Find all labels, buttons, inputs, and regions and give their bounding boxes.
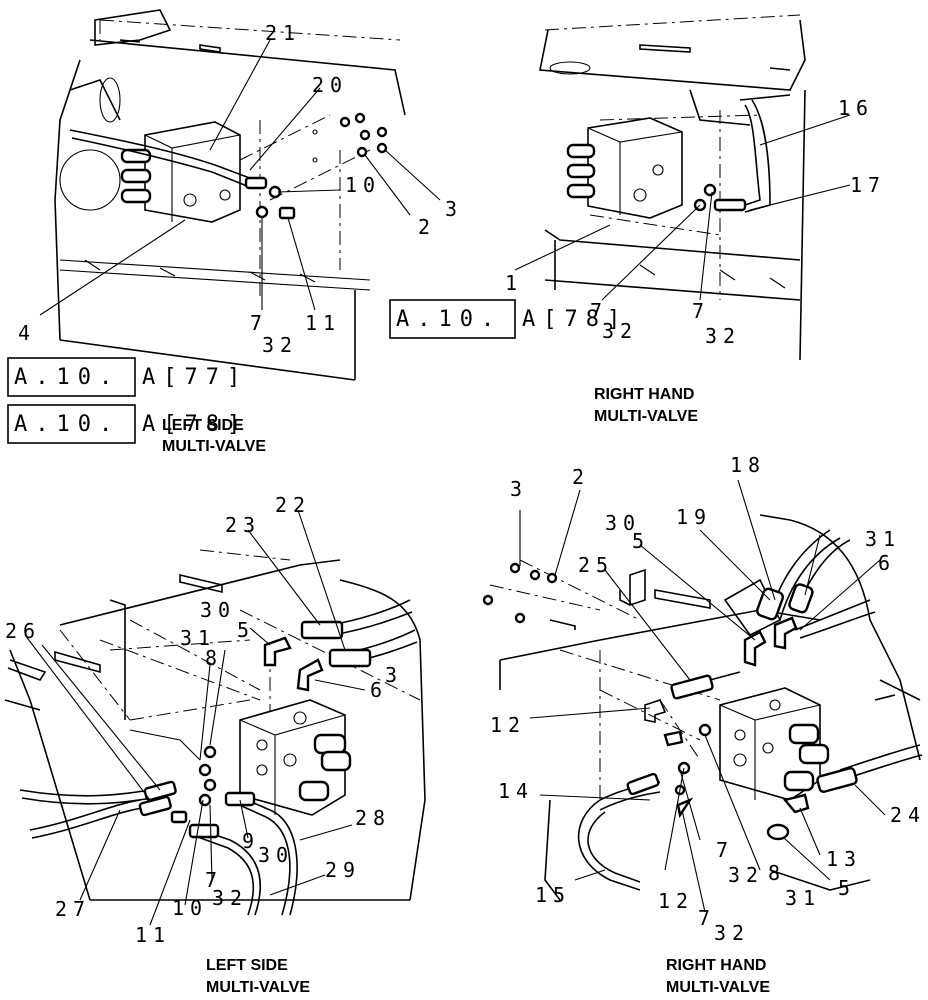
callout-32: 32 — [212, 886, 248, 910]
diagram-bottom-right: 3 2 18 30 19 5 31 6 25 12 14 7 32 8 31 1… — [482, 453, 926, 945]
caption-line-2: MULTI-VALVE — [206, 979, 310, 996]
callout-5: 5 — [237, 618, 255, 642]
callout-5: 5 — [838, 876, 856, 900]
callout-31: 31 — [785, 886, 821, 910]
callout-32: 32 — [728, 863, 764, 887]
callout-7: 7 — [205, 868, 223, 892]
callout-6: 6 — [878, 551, 896, 575]
callout-2: 2 — [418, 215, 436, 239]
caption-bottom-right: RIGHT HAND MULTI-VALVE — [666, 957, 770, 996]
reference-suffix: A[78] — [142, 412, 248, 437]
callout-6: 6 — [370, 678, 388, 702]
callout-11: 11 — [135, 923, 171, 947]
diagram-top-right: 16 17 1 7 7 32 32 — [505, 14, 886, 361]
callout-32: 32 — [262, 333, 298, 357]
callout-12: 12 — [658, 889, 694, 913]
callout-30: 30 — [605, 511, 641, 535]
callout-9: 9 — [242, 829, 260, 853]
callout-4: 4 — [18, 321, 36, 345]
callout-2: 2 — [572, 465, 590, 489]
callout-5: 5 — [632, 529, 650, 553]
callout-23: 23 — [225, 513, 261, 537]
callout-17: 17 — [850, 173, 886, 197]
caption-top-right: RIGHT HAND MULTI-VALVE — [594, 386, 698, 425]
callout-30: 30 — [258, 843, 294, 867]
diagram-top-left: 21 20 10 3 2 4 7 11 32 — [18, 9, 463, 381]
reference-box-2[interactable]: A.10. A[78] — [7, 404, 248, 444]
reference-code: A.10. — [14, 412, 120, 437]
caption-line-1: RIGHT HAND — [594, 386, 694, 403]
callout-31: 31 — [180, 626, 216, 650]
callout-15: 15 — [535, 883, 571, 907]
caption-line-1: LEFT SIDE — [206, 957, 288, 974]
callout-3: 3 — [510, 477, 528, 501]
callout-19: 19 — [676, 505, 712, 529]
callout-32: 32 — [602, 319, 638, 343]
reference-suffix: A[77] — [142, 365, 248, 390]
callout-7: 7 — [692, 299, 710, 323]
reference-code: A.10. — [14, 365, 120, 390]
reference-code: A.10. — [396, 307, 502, 332]
callout-13: 13 — [826, 847, 862, 871]
callout-7: 7 — [716, 838, 734, 862]
caption-line-2: MULTI-VALVE — [666, 979, 770, 996]
diagram-bottom-left: 23 22 26 30 5 31 8 6 3 27 11 10 7 9 30 3… — [4, 493, 426, 947]
callout-21: 21 — [265, 21, 301, 45]
callout-3: 3 — [445, 197, 463, 221]
caption-line-1: RIGHT HAND — [666, 957, 766, 974]
callout-10: 10 — [345, 173, 381, 197]
callout-18: 18 — [730, 453, 766, 477]
callout-31: 31 — [865, 527, 901, 551]
callout-29: 29 — [325, 858, 361, 882]
reference-box-3[interactable]: A.10. A[78] — [389, 299, 628, 339]
callout-7: 7 — [590, 299, 608, 323]
caption-line-1: LEFT SIDE — [162, 417, 244, 434]
reference-suffix: A[78] — [522, 307, 628, 332]
callout-10: 10 — [172, 896, 208, 920]
reference-box-1[interactable]: A.10. A[77] — [7, 357, 248, 397]
callout-11: 11 — [305, 311, 341, 335]
callout-8: 8 — [205, 646, 223, 670]
callout-3: 3 — [385, 663, 403, 687]
callout-30: 30 — [200, 598, 236, 622]
callout-14: 14 — [498, 779, 534, 803]
callout-28: 28 — [355, 806, 391, 830]
callout-16: 16 — [838, 96, 874, 120]
callout-27: 27 — [55, 897, 91, 921]
callout-1: 1 — [505, 271, 523, 295]
caption-line-2: MULTI-VALVE — [162, 438, 266, 455]
callout-25: 25 — [578, 553, 614, 577]
callout-22: 22 — [275, 493, 311, 517]
callout-26: 26 — [5, 619, 41, 643]
callout-32: 32 — [714, 921, 750, 945]
callout-8: 8 — [768, 861, 786, 885]
caption-top-left: LEFT SIDE MULTI-VALVE — [162, 417, 266, 455]
caption-line-2: MULTI-VALVE — [594, 408, 698, 425]
callout-7: 7 — [698, 906, 716, 930]
callout-12: 12 — [490, 713, 526, 737]
caption-bottom-left: LEFT SIDE MULTI-VALVE — [206, 957, 310, 996]
callout-32: 32 — [705, 324, 741, 348]
callout-7: 7 — [250, 311, 268, 335]
callout-24: 24 — [890, 803, 926, 827]
callout-20: 20 — [312, 73, 348, 97]
